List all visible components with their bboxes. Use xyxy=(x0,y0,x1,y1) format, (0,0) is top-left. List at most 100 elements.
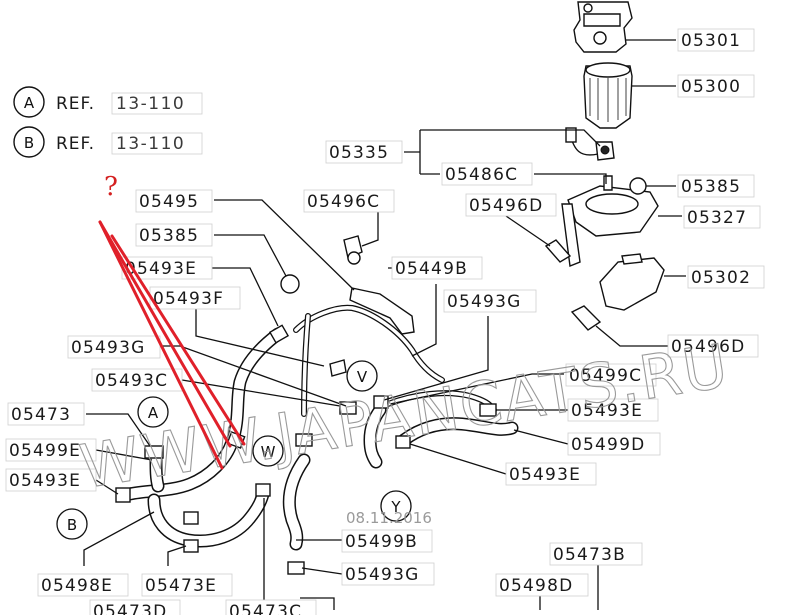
reference-a-box xyxy=(111,92,203,115)
fuel-pipe-upper-inner xyxy=(294,306,444,382)
part-number-05473e: 05473E xyxy=(145,576,217,596)
part-number-05385-left: 05385 xyxy=(139,226,199,246)
mount-bracket-tab xyxy=(621,253,643,265)
part-number-05499d: 05499D xyxy=(571,435,645,455)
connector-y: Y xyxy=(380,490,412,522)
part-number-05493e-left: 05493E xyxy=(9,471,81,491)
leader-05493c xyxy=(181,379,341,407)
sensor-plug xyxy=(565,127,577,143)
clamp-05473e-lower xyxy=(183,539,199,553)
leader-05493e-y xyxy=(409,443,507,475)
filter-head-top xyxy=(583,13,621,27)
hose-05493g-right-inner xyxy=(365,405,385,467)
reference-b-letter: B xyxy=(24,134,34,152)
part-number-05473: 05473 xyxy=(11,405,71,425)
reference-a: A REF. 13-110 xyxy=(13,86,203,118)
part-number-05493g-right: 05493G xyxy=(447,292,521,312)
callout-05327: 05327 xyxy=(683,205,761,229)
connector-w-letter: W xyxy=(261,443,276,461)
callout-05493g-bottom: 05493G xyxy=(341,562,435,586)
connector-b-letter: B xyxy=(67,516,77,534)
part-number-05499e: 05499E xyxy=(9,441,81,461)
reference-b-word: REF. xyxy=(56,134,95,154)
part-number-05486c: 05486C xyxy=(445,165,518,185)
callout-05449b: 05449B xyxy=(391,256,483,280)
clamps-drawing xyxy=(115,324,497,575)
connector-a-letter: A xyxy=(148,404,159,422)
hose-05499e-inner xyxy=(151,455,163,491)
sensor-tip xyxy=(600,145,610,155)
callout-05473e: 05473E xyxy=(141,573,233,597)
bolt-05496c-head xyxy=(347,251,361,265)
red-pointer-line-b xyxy=(98,220,232,448)
reference-b-box xyxy=(111,132,203,155)
part-number-05385-right: 05385 xyxy=(681,177,741,197)
clamp-w-lower xyxy=(255,483,271,497)
part-number-05493e-y: 05493E xyxy=(509,465,581,485)
callout-05496d-lower: 05496D xyxy=(667,334,759,358)
clamp-05493e-y xyxy=(395,435,411,449)
leader-05499e xyxy=(95,449,153,461)
connector-w: W xyxy=(252,435,284,467)
hose-05499d-inner xyxy=(399,418,517,445)
filter-head-bolt xyxy=(583,3,593,13)
callout-05493e-right: 05493E xyxy=(567,398,659,422)
callout-05493g-right: 05493G xyxy=(443,289,537,313)
clamp-05493f xyxy=(268,324,290,344)
connector-b: B xyxy=(56,508,88,540)
callout-05493e-upper: 05493E xyxy=(121,256,213,280)
callout-05473d: 05473D xyxy=(89,599,181,615)
callout-05300: 05300 xyxy=(677,74,755,98)
part-number-05498e: 05498E xyxy=(41,576,113,596)
leader-05449b xyxy=(388,267,437,357)
connector-a-circle xyxy=(137,396,169,428)
leader-lines xyxy=(83,39,686,610)
leader-05496d-upper xyxy=(505,215,551,247)
connector-a: A xyxy=(137,396,169,428)
fuel-filter-drawing xyxy=(583,62,633,129)
part-number-05493g-bottom: 05493G xyxy=(345,565,419,585)
watermark-date: 08.11.2016 xyxy=(346,509,432,527)
reference-a-number: 13-110 xyxy=(116,94,185,114)
leader-05473e xyxy=(167,545,187,566)
bolts-drawing xyxy=(280,235,602,331)
callout-05499b: 05499B xyxy=(341,529,433,553)
part-number-05499c: 05499C xyxy=(569,366,642,386)
reference-b-circle xyxy=(13,126,45,158)
filter-head-body xyxy=(573,1,633,53)
callout-05496c: 05496C xyxy=(303,189,395,213)
connector-markers: A B V W Y xyxy=(56,360,412,540)
part-number-05493e-right: 05493E xyxy=(571,401,643,421)
part-number-05498d: 05498D xyxy=(499,576,573,596)
callout-05499d: 05499D xyxy=(567,432,661,456)
connector-y-circle xyxy=(380,490,412,522)
reference-b-number: 13-110 xyxy=(116,134,185,154)
filter-bracket-arm xyxy=(561,203,581,267)
fuel-pipes-drawing xyxy=(293,287,445,417)
leader-05493g-left xyxy=(160,345,347,407)
connector-w-circle xyxy=(252,435,284,467)
pipe-bracket-05449b xyxy=(349,287,415,335)
bolt-05496d-lower xyxy=(570,305,602,331)
callout-05302: 05302 xyxy=(687,265,765,289)
leader-05385-left xyxy=(214,234,287,277)
connector-y-letter: Y xyxy=(390,498,401,516)
fuel-filter-top-ring xyxy=(585,62,631,78)
part-number-05473b: 05473B xyxy=(553,545,626,565)
red-pointer-line-c xyxy=(110,234,246,446)
red-annotation: ? xyxy=(98,172,246,470)
callout-05493c: 05493C xyxy=(91,368,183,392)
clamp-05473e-upper xyxy=(183,511,199,525)
part-number-05301: 05301 xyxy=(681,31,741,51)
question-mark: ? xyxy=(104,172,118,202)
part-number-05499b: 05499B xyxy=(345,532,418,552)
leader-05493e-upper xyxy=(212,267,279,327)
leader-05496c xyxy=(361,212,379,247)
part-number-05302: 05302 xyxy=(691,268,751,288)
hose-05498e-inner xyxy=(149,485,269,546)
filter-bracket-ring xyxy=(585,193,639,215)
part-number-05473d: 05473D xyxy=(93,602,167,615)
connector-v: V xyxy=(346,360,378,392)
